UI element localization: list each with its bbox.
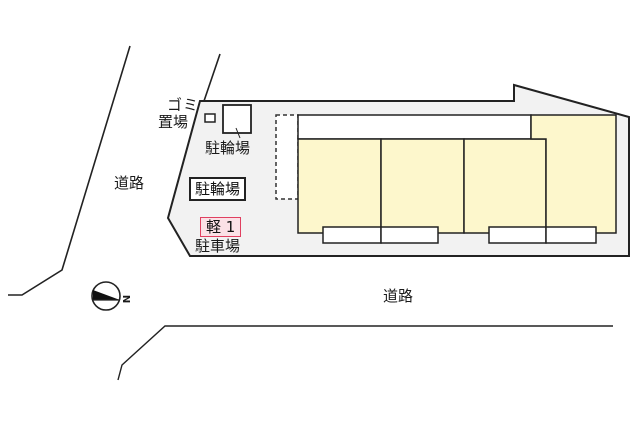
unit-1 (297, 138, 382, 234)
balcony-3 (488, 226, 547, 244)
road-edge-west-inner (203, 53, 221, 102)
parking-space-1: 軽 1 (200, 217, 242, 237)
compass-north-label: N (120, 294, 132, 304)
compass-icon (91, 281, 121, 311)
unit-2 (380, 138, 465, 234)
balcony-4 (545, 226, 597, 244)
road-edge-south (117, 325, 613, 381)
garbage-box (204, 113, 216, 123)
corridor (297, 114, 532, 140)
bicycle-parking-label-2: 駐輪場 (189, 177, 247, 201)
bicycle-shed-leader (235, 127, 241, 139)
unit-3 (463, 138, 547, 234)
road-edge-west-outer (8, 45, 131, 296)
parking-lot-label: 駐車場 (195, 237, 241, 255)
bicycle-shed-box (222, 104, 252, 134)
balcony-2 (380, 226, 439, 244)
road-label-west: 道路 (114, 174, 145, 192)
garbage-label-line2: 置場 (158, 113, 189, 131)
garbage-label-line1: ゴミ (167, 96, 200, 114)
road-label-south: 道路 (383, 287, 414, 305)
dashed-area (275, 114, 299, 200)
balcony-1 (322, 226, 382, 244)
bicycle-parking-label-1: 駐輪場 (205, 139, 251, 157)
